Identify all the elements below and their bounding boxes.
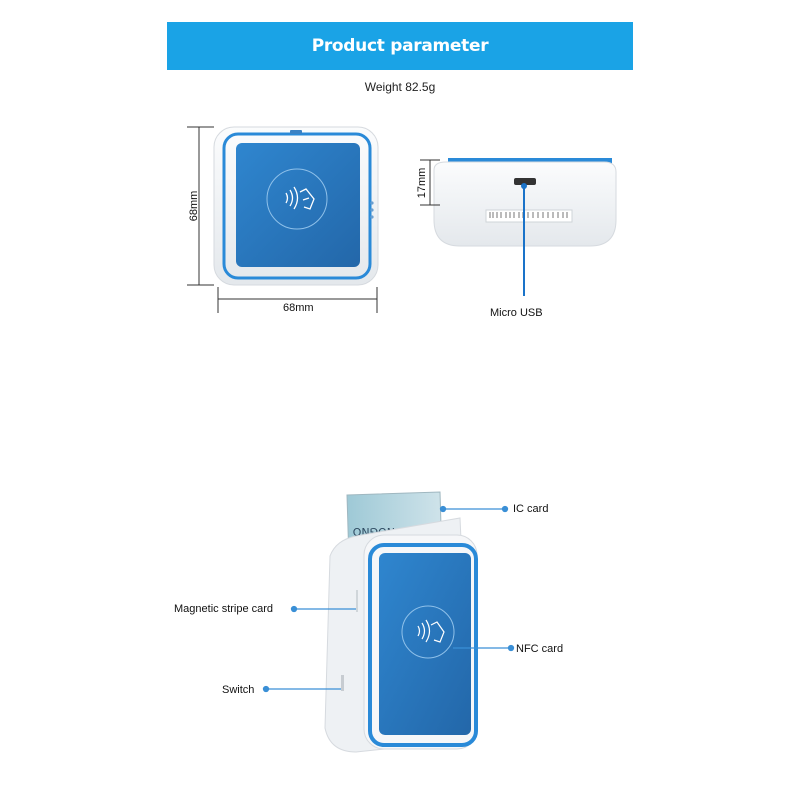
depth-label: 17mm	[416, 167, 428, 199]
device-side-view	[433, 158, 617, 296]
depth-dimension	[420, 159, 440, 206]
device-perspective-view: NOGNO	[324, 491, 478, 753]
callout-lines	[262, 505, 515, 693]
nfc-card-label: NFC card	[516, 643, 564, 655]
ic-card-label: IC card	[513, 503, 549, 515]
device-top-view	[213, 126, 379, 286]
switch-label: Switch	[222, 684, 255, 696]
contactless-icon	[266, 168, 328, 230]
width-label: 68mm	[283, 302, 314, 314]
width-dimension	[217, 287, 378, 313]
header-banner: Product parameter	[167, 22, 633, 70]
height-dimension	[187, 126, 214, 286]
page-title: Product parameter	[311, 36, 489, 56]
weight-spec: Weight 82.5g	[364, 80, 436, 94]
contactless-icon	[401, 605, 455, 659]
magnetic-stripe-label: Magnetic stripe card	[174, 603, 274, 615]
micro-usb-label: Micro USB	[490, 307, 543, 319]
height-label: 68mm	[188, 190, 200, 222]
